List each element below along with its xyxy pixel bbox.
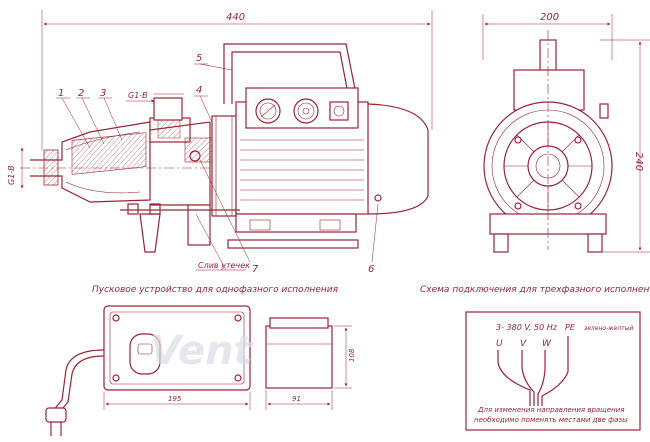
power-plug-icon — [45, 407, 67, 436]
watermark-logo: Vent — [150, 328, 255, 374]
svg-text:6: 6 — [368, 264, 374, 275]
starter-box-side: 91 108 — [265, 317, 356, 410]
callout-2: 2 — [76, 88, 105, 145]
callout-3: 3 — [98, 88, 123, 141]
phase-w-label: W — [542, 339, 552, 349]
dim-box-depth-label: 91 — [292, 395, 301, 403]
wiring-note-line2: необходимо поменять местами две фазы — [474, 416, 628, 424]
motor-fins — [240, 139, 364, 201]
pe-color-label: зелено-желтый — [584, 325, 633, 332]
callout-5: 5 — [194, 53, 233, 71]
leak-drain-label: Слив утечек — [195, 213, 250, 271]
svg-text:7: 7 — [252, 264, 259, 275]
dim-end-width-label: 200 — [540, 12, 559, 23]
dim-box-height-label: 108 — [348, 348, 356, 362]
grounding-bolt-icon — [374, 194, 382, 202]
svg-text:5: 5 — [196, 53, 202, 64]
wiring-header: 3- 380 V, 50 Hz — [496, 323, 558, 332]
callout-4: 4 — [194, 85, 213, 123]
pump-end-view: 200 240 — [482, 12, 650, 253]
svg-text:4: 4 — [196, 85, 202, 96]
outlet-thread-label: G1-B — [128, 91, 148, 100]
svg-text:2: 2 — [78, 88, 84, 99]
pe-label: PE — [565, 323, 576, 332]
starter-box: 195 — [45, 305, 251, 436]
pump-side-view: 440 G1-B G1-B — [7, 10, 433, 275]
callout-7: 7 — [199, 159, 259, 275]
svg-text:3: 3 — [100, 88, 106, 99]
phase-v-label: V — [520, 339, 527, 349]
callout-6: 6 — [368, 203, 379, 275]
svg-text:1: 1 — [58, 88, 64, 99]
inlet-thread-label: G1-B — [7, 165, 16, 185]
wiring-note-line1: Для изменения направления вращения — [477, 406, 624, 414]
three-phase-caption: Схема подключения для трехфазного исполн… — [420, 285, 650, 295]
wiring-diagram: 3- 380 V, 50 Hz PE зелено-желтый U V W Д… — [465, 311, 641, 431]
phase-u-label: U — [496, 339, 503, 349]
dim-total-length-label: 440 — [226, 12, 245, 23]
single-phase-caption: Пусковое устройство для однофазного испо… — [92, 285, 339, 295]
dimension-total-length: 440 — [41, 10, 433, 150]
dim-box-length-label: 195 — [168, 395, 182, 403]
dim-end-height-label: 240 — [633, 152, 644, 171]
svg-text:Слив утечек: Слив утечек — [198, 261, 250, 270]
callout-1: 1 — [56, 88, 91, 149]
